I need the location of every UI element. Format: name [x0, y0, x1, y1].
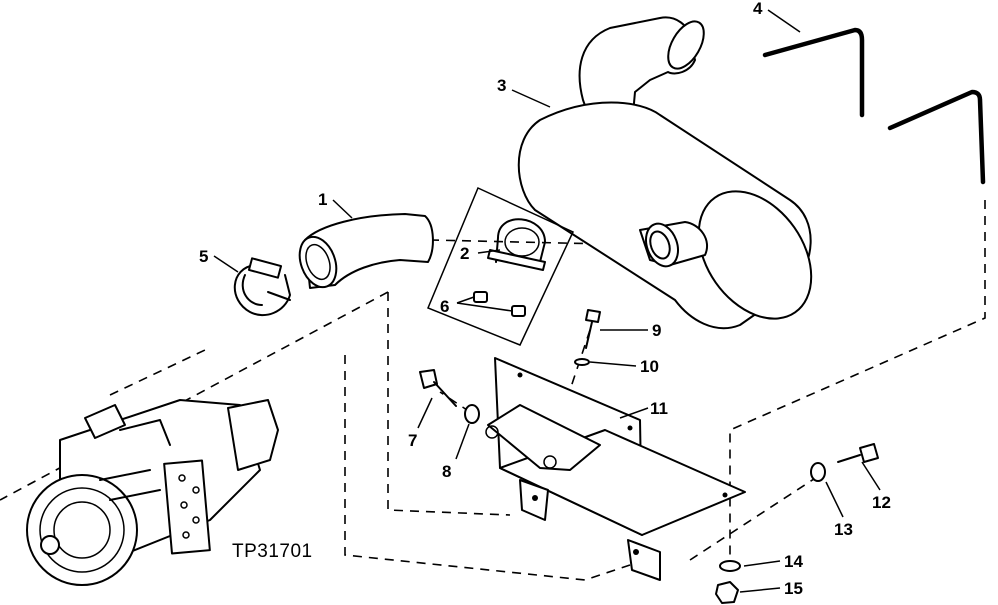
bolt-7	[419, 369, 457, 407]
callout-14: 14	[784, 552, 803, 571]
callout-4: 4	[753, 0, 763, 18]
washer-10	[574, 358, 590, 366]
washer-8	[464, 404, 480, 424]
support-bars	[762, 27, 986, 185]
callout-labels: 1 2 3 4 5 6 7 8 9 10 11 12 13 14 15	[199, 0, 891, 598]
engine-assembly	[26, 399, 279, 586]
callout-leaders	[213, 9, 881, 593]
callout-1: 1	[318, 190, 327, 209]
callout-6: 6	[440, 297, 449, 316]
mounting-bracket	[485, 357, 746, 581]
nut-15	[715, 581, 739, 604]
callout-11: 11	[650, 399, 668, 418]
clamp-kit-plate	[427, 186, 574, 346]
bolt-12	[837, 443, 879, 463]
callout-10: 10	[640, 357, 659, 376]
callout-8: 8	[442, 462, 451, 481]
bolt-9	[585, 309, 601, 349]
callout-12: 12	[872, 493, 891, 512]
muffler	[517, 16, 813, 330]
callout-3: 3	[497, 76, 506, 95]
elbow-pipe	[298, 213, 434, 289]
callout-2: 2	[460, 244, 469, 263]
callout-13: 13	[834, 520, 853, 539]
drawing-code: TP31701	[232, 541, 313, 562]
callout-5: 5	[199, 247, 208, 266]
washer-14	[719, 560, 741, 572]
callout-9: 9	[652, 321, 661, 340]
callout-15: 15	[784, 579, 803, 598]
washer-13	[810, 462, 826, 482]
callout-7: 7	[408, 431, 417, 450]
clamp	[233, 257, 291, 317]
